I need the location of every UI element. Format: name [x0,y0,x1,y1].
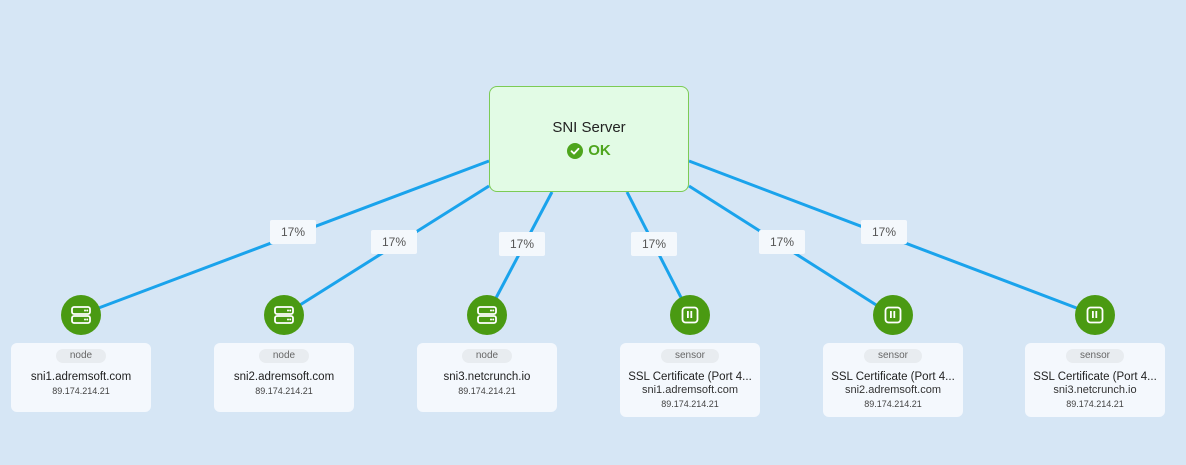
sensor-icon [680,305,700,325]
kind-badge: node [55,349,107,363]
sensor-card-sni2[interactable]: sensor SSL Certificate (Port 4... sni2.a… [823,343,963,417]
card-title: SSL Certificate (Port 4... [831,371,955,383]
sensor-circle-sni3[interactable] [1075,295,1115,335]
share-label: 17% [270,220,316,244]
kind-badge: sensor [1065,349,1124,363]
kind-badge: sensor [863,349,922,363]
sensor-card-sni3[interactable]: sensor SSL Certificate (Port 4... sni3.n… [1025,343,1165,417]
card-ip: 89.174.214.21 [1066,399,1124,409]
sensor-icon [1085,305,1105,325]
card-host: sni1.adremsoft.com [642,384,738,396]
node-circle-sni2[interactable] [264,295,304,335]
sensor-circle-sni2[interactable] [873,295,913,335]
sensor-icon [883,305,903,325]
server-icon [476,305,498,325]
share-label: 17% [499,232,545,256]
root-status: OK [567,142,611,159]
check-circle-icon [567,142,584,159]
share-label: 17% [759,230,805,254]
kind-badge: node [258,349,310,363]
node-circle-sni1[interactable] [61,295,101,335]
card-ip: 89.174.214.21 [661,399,719,409]
kind-badge: node [461,349,513,363]
node-circle-sni3[interactable] [467,295,507,335]
node-card-sni3[interactable]: node sni3.netcrunch.io 89.174.214.21 [417,343,557,412]
sensor-circle-sni1[interactable] [670,295,710,335]
share-label: 17% [371,230,417,254]
card-host: sni3.netcrunch.io [1053,384,1137,396]
card-title: SSL Certificate (Port 4... [1033,371,1157,383]
card-ip: 89.174.214.21 [255,386,313,396]
node-card-sni1[interactable]: node sni1.adremsoft.com 89.174.214.21 [11,343,151,412]
root-status-text: OK [588,142,611,159]
card-ip: 89.174.214.21 [52,386,110,396]
card-title: SSL Certificate (Port 4... [628,371,752,383]
card-ip: 89.174.214.21 [458,386,516,396]
root-title: SNI Server [552,119,626,136]
card-title: sni1.adremsoft.com [30,371,132,383]
server-icon [273,305,295,325]
node-card-sni2[interactable]: node sni2.adremsoft.com 89.174.214.21 [214,343,354,412]
card-title: sni3.netcrunch.io [443,371,531,383]
server-icon [70,305,92,325]
card-title: sni2.adremsoft.com [233,371,335,383]
sensor-card-sni1[interactable]: sensor SSL Certificate (Port 4... sni1.a… [620,343,760,417]
card-ip: 89.174.214.21 [864,399,922,409]
kind-badge: sensor [660,349,719,363]
share-label: 17% [631,232,677,256]
card-host: sni2.adremsoft.com [845,384,941,396]
sni-server-node[interactable]: SNI Server OK [489,86,689,192]
share-label: 17% [861,220,907,244]
